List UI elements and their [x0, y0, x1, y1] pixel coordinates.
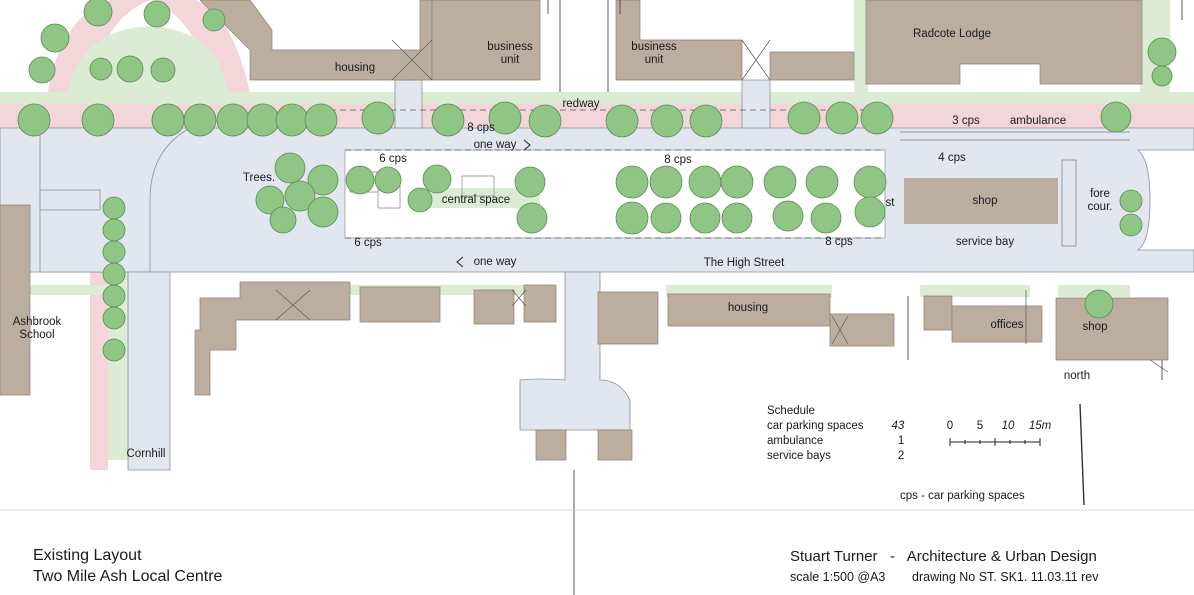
structure-marks — [275, 39, 1169, 373]
label-8-cps-b: 8 cps — [664, 154, 692, 166]
label-6-cps-bottom: 6 cps — [354, 237, 382, 249]
label-st: st — [885, 197, 895, 209]
scale-note: scale 1:500 @A3 — [790, 570, 886, 584]
label-north: north — [1063, 370, 1091, 382]
street-trees — [17, 0, 1177, 362]
label-forecourt: fore cour. — [1087, 188, 1113, 213]
label-redway: redway — [562, 98, 600, 110]
schedule-table: Schedule car parking spaces 43 ambulance… — [767, 404, 910, 464]
label-trees: Trees. — [242, 172, 276, 184]
label-3-cps: 3 cps — [952, 115, 980, 127]
schedule-row: car parking spaces 43 — [767, 420, 905, 432]
label-ashbrook-school: Ashbrook School — [12, 316, 62, 341]
buildings — [0, 0, 1169, 461]
title-local-centre: Two Mile Ash Local Centre — [33, 568, 223, 585]
schedule-heading: Schedule — [767, 405, 815, 417]
label-housing-south: housing — [727, 302, 769, 314]
label-business-unit-2: business unit — [631, 41, 677, 66]
label-offices: offices — [990, 319, 1024, 331]
label-shop-east: shop — [972, 195, 998, 207]
schedule-row: service bays 2 — [767, 450, 905, 462]
scale-tick-0: 0 — [946, 420, 954, 432]
label-housing-north: housing — [334, 62, 376, 74]
label-8-cps-c: 8 cps — [825, 236, 853, 248]
label-8-cps-a: 8 cps — [467, 122, 495, 134]
one-way-arrows — [456, 139, 531, 268]
label-business-unit-1: business unit — [487, 41, 533, 66]
label-the-high-street: The High Street — [703, 257, 785, 269]
label-ambulance: ambulance — [1009, 115, 1067, 127]
label-one-way-west: one way — [473, 256, 517, 268]
label-service-bay: service bay — [955, 236, 1015, 248]
author-credit: Stuart Turner - Architecture & Urban Des… — [790, 548, 1097, 565]
label-central-space: central space — [441, 194, 511, 206]
scale-tick-10: 10 — [1001, 420, 1015, 432]
label-shop-south: shop — [1082, 321, 1108, 333]
label-4-cps: 4 cps — [938, 152, 966, 164]
legend-note: cps - car parking spaces — [900, 490, 1025, 502]
scale-tick-15m: 15m — [1028, 420, 1052, 432]
drawing-number: drawing No ST. SK1. 11.03.11 rev — [912, 570, 1099, 584]
schedule-row: ambulance 1 — [767, 435, 905, 447]
roads — [0, 79, 1194, 471]
label-6-cps-top: 6 cps — [379, 153, 407, 165]
label-one-way-east: one way — [473, 139, 517, 151]
label-cornhill: Cornhill — [126, 448, 166, 460]
scale-bar — [949, 438, 1041, 446]
scale-tick-5: 5 — [976, 420, 984, 432]
title-existing-layout: Existing Layout — [33, 547, 142, 564]
label-radcote-lodge: Radcote Lodge — [912, 28, 992, 40]
